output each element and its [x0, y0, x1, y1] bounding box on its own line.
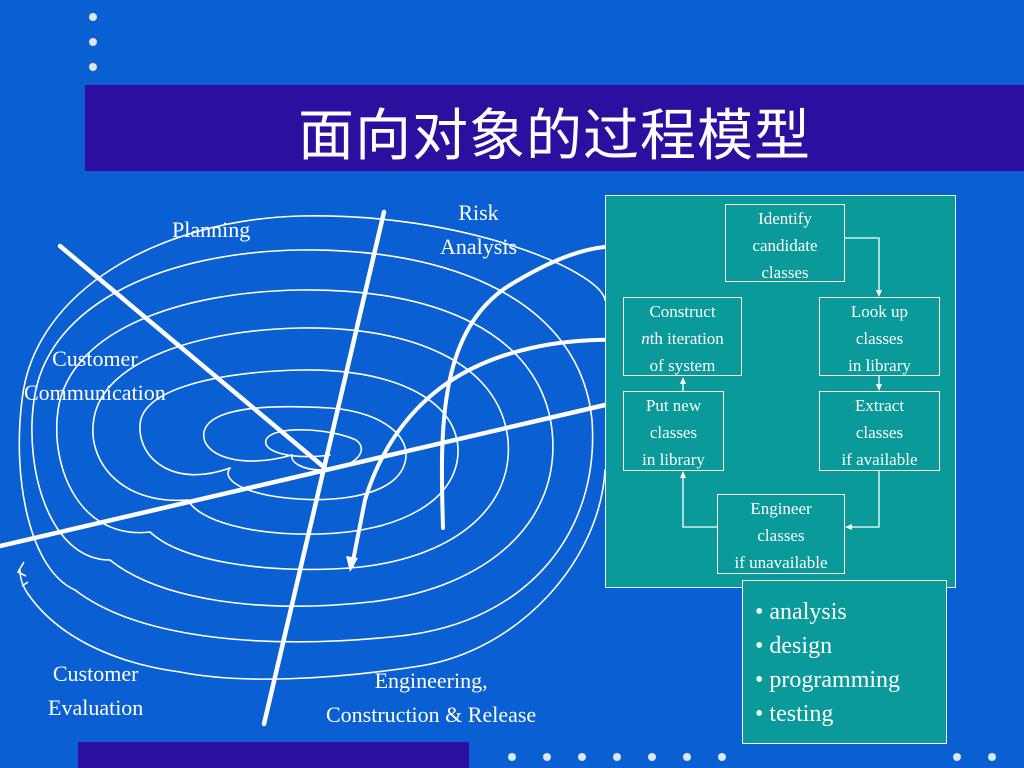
label-planning: Planning: [172, 213, 250, 247]
box-text: if unavailable: [734, 553, 828, 572]
decor-dot: [953, 753, 961, 761]
box-construct-iteration: Construct nth iteration of system: [623, 297, 742, 376]
decor-dot: [578, 753, 586, 761]
label-comm-line2: Communication: [24, 380, 166, 405]
axis-planning: [57, 243, 328, 471]
spiral-loop-7: [18, 215, 606, 591]
label-eng-line2: Construction & Release: [326, 702, 537, 727]
box-text: Extract: [854, 396, 905, 415]
box-engineer-classes: Engineer classes if unavailable: [717, 494, 845, 574]
box-text: classes: [761, 263, 809, 282]
box-text: classes: [855, 423, 904, 442]
box-put-new-classes: Put new classes in library: [623, 391, 724, 471]
decor-dot: [543, 753, 551, 761]
decor-dot: [613, 753, 621, 761]
label-comm-line1: Customer: [52, 346, 138, 371]
connector-engineer-putnew: [682, 476, 717, 528]
spiral-loop-6: [31, 249, 594, 643]
decor-dot: [648, 753, 656, 761]
box-extract-classes: Extract classes if available: [819, 391, 940, 471]
box-text: in library: [848, 356, 911, 375]
box-text-italic-n: n: [641, 329, 650, 348]
arrowhead-left-2: [21, 581, 29, 587]
spiral-loop-outer: [19, 469, 606, 680]
label-risk-line1: Risk: [458, 200, 499, 225]
label-eng-line1: Engineering,: [374, 668, 488, 693]
label-customer-evaluation: Customer Evaluation: [48, 657, 143, 725]
flow-arrows: [350, 236, 722, 568]
axis-horizontal: [0, 402, 608, 549]
connector-identify-lookup: [845, 237, 880, 292]
activity-item-programming: • programming: [755, 667, 901, 693]
box-identify-candidate-classes: Identify candidate classes: [725, 204, 845, 282]
spiral-loop-4: [92, 327, 510, 571]
label-customer-communication: Customer Communication: [24, 342, 166, 410]
label-eval-line2: Evaluation: [48, 695, 144, 720]
box-look-up-classes: Look up classes in library: [819, 297, 940, 376]
decor-dot: [508, 753, 516, 761]
box-text: Engineer: [750, 499, 812, 518]
label-risk-analysis: Risk Analysis: [440, 196, 517, 264]
decor-dot: [988, 753, 996, 761]
quadrant-axes: [0, 209, 608, 727]
decor-dot: [89, 13, 97, 21]
spiral-start-arrow: [16, 561, 29, 587]
arrowhead-putnew: [680, 471, 686, 478]
arrowhead-construct: [346, 556, 358, 572]
decor-dot: [89, 38, 97, 46]
label-eval-line1: Customer: [52, 661, 139, 686]
spiral-loop-2: [203, 405, 407, 501]
arrowhead-extract: [876, 384, 882, 391]
arrow-from-construct: [350, 337, 626, 568]
slide-title: 面向对象的过程模型: [298, 104, 811, 169]
box-text: Look up: [850, 302, 909, 321]
connector-extract-engineer: [850, 470, 880, 528]
decor-dot: [89, 63, 97, 71]
box-text: th iteration: [649, 329, 724, 348]
box-text: if available: [841, 450, 918, 469]
decor-dot: [683, 753, 691, 761]
label-planning-text: Planning: [172, 217, 251, 242]
label-risk-line2: Analysis: [440, 234, 517, 259]
box-text: candidate: [752, 236, 818, 255]
spiral-loop-1: [264, 429, 363, 471]
activity-item-analysis: • analysis: [755, 599, 847, 625]
arrow-to-identify: [439, 236, 722, 530]
box-text: Construct: [649, 302, 716, 321]
box-text: Put new: [645, 396, 702, 415]
box-text: classes: [855, 329, 904, 348]
bottom-bar: [78, 742, 469, 768]
activity-list-box: • analysis • design • programming • test…: [742, 580, 947, 744]
axis-risk: [261, 209, 387, 727]
spiral-loop-5: [56, 289, 554, 607]
box-text: classes: [649, 423, 698, 442]
arrowhead-left: [16, 561, 27, 577]
decor-dot: [718, 753, 726, 761]
title-bar: 面向对象的过程模型: [85, 85, 1024, 171]
label-engineering-construction: Engineering, Construction & Release: [326, 664, 536, 732]
box-text: of system: [649, 356, 716, 375]
activity-item-design: • design: [755, 633, 833, 659]
box-text: classes: [757, 526, 805, 545]
box-text: Identify: [758, 209, 812, 228]
arrowhead-engineer: [845, 524, 852, 530]
box-text: in library: [642, 450, 705, 469]
arrowhead-lookup: [876, 290, 882, 297]
box-text-iteration: nth iteration: [624, 325, 741, 352]
activity-item-testing: • testing: [755, 701, 834, 727]
arrowhead-construct-box: [680, 377, 686, 384]
